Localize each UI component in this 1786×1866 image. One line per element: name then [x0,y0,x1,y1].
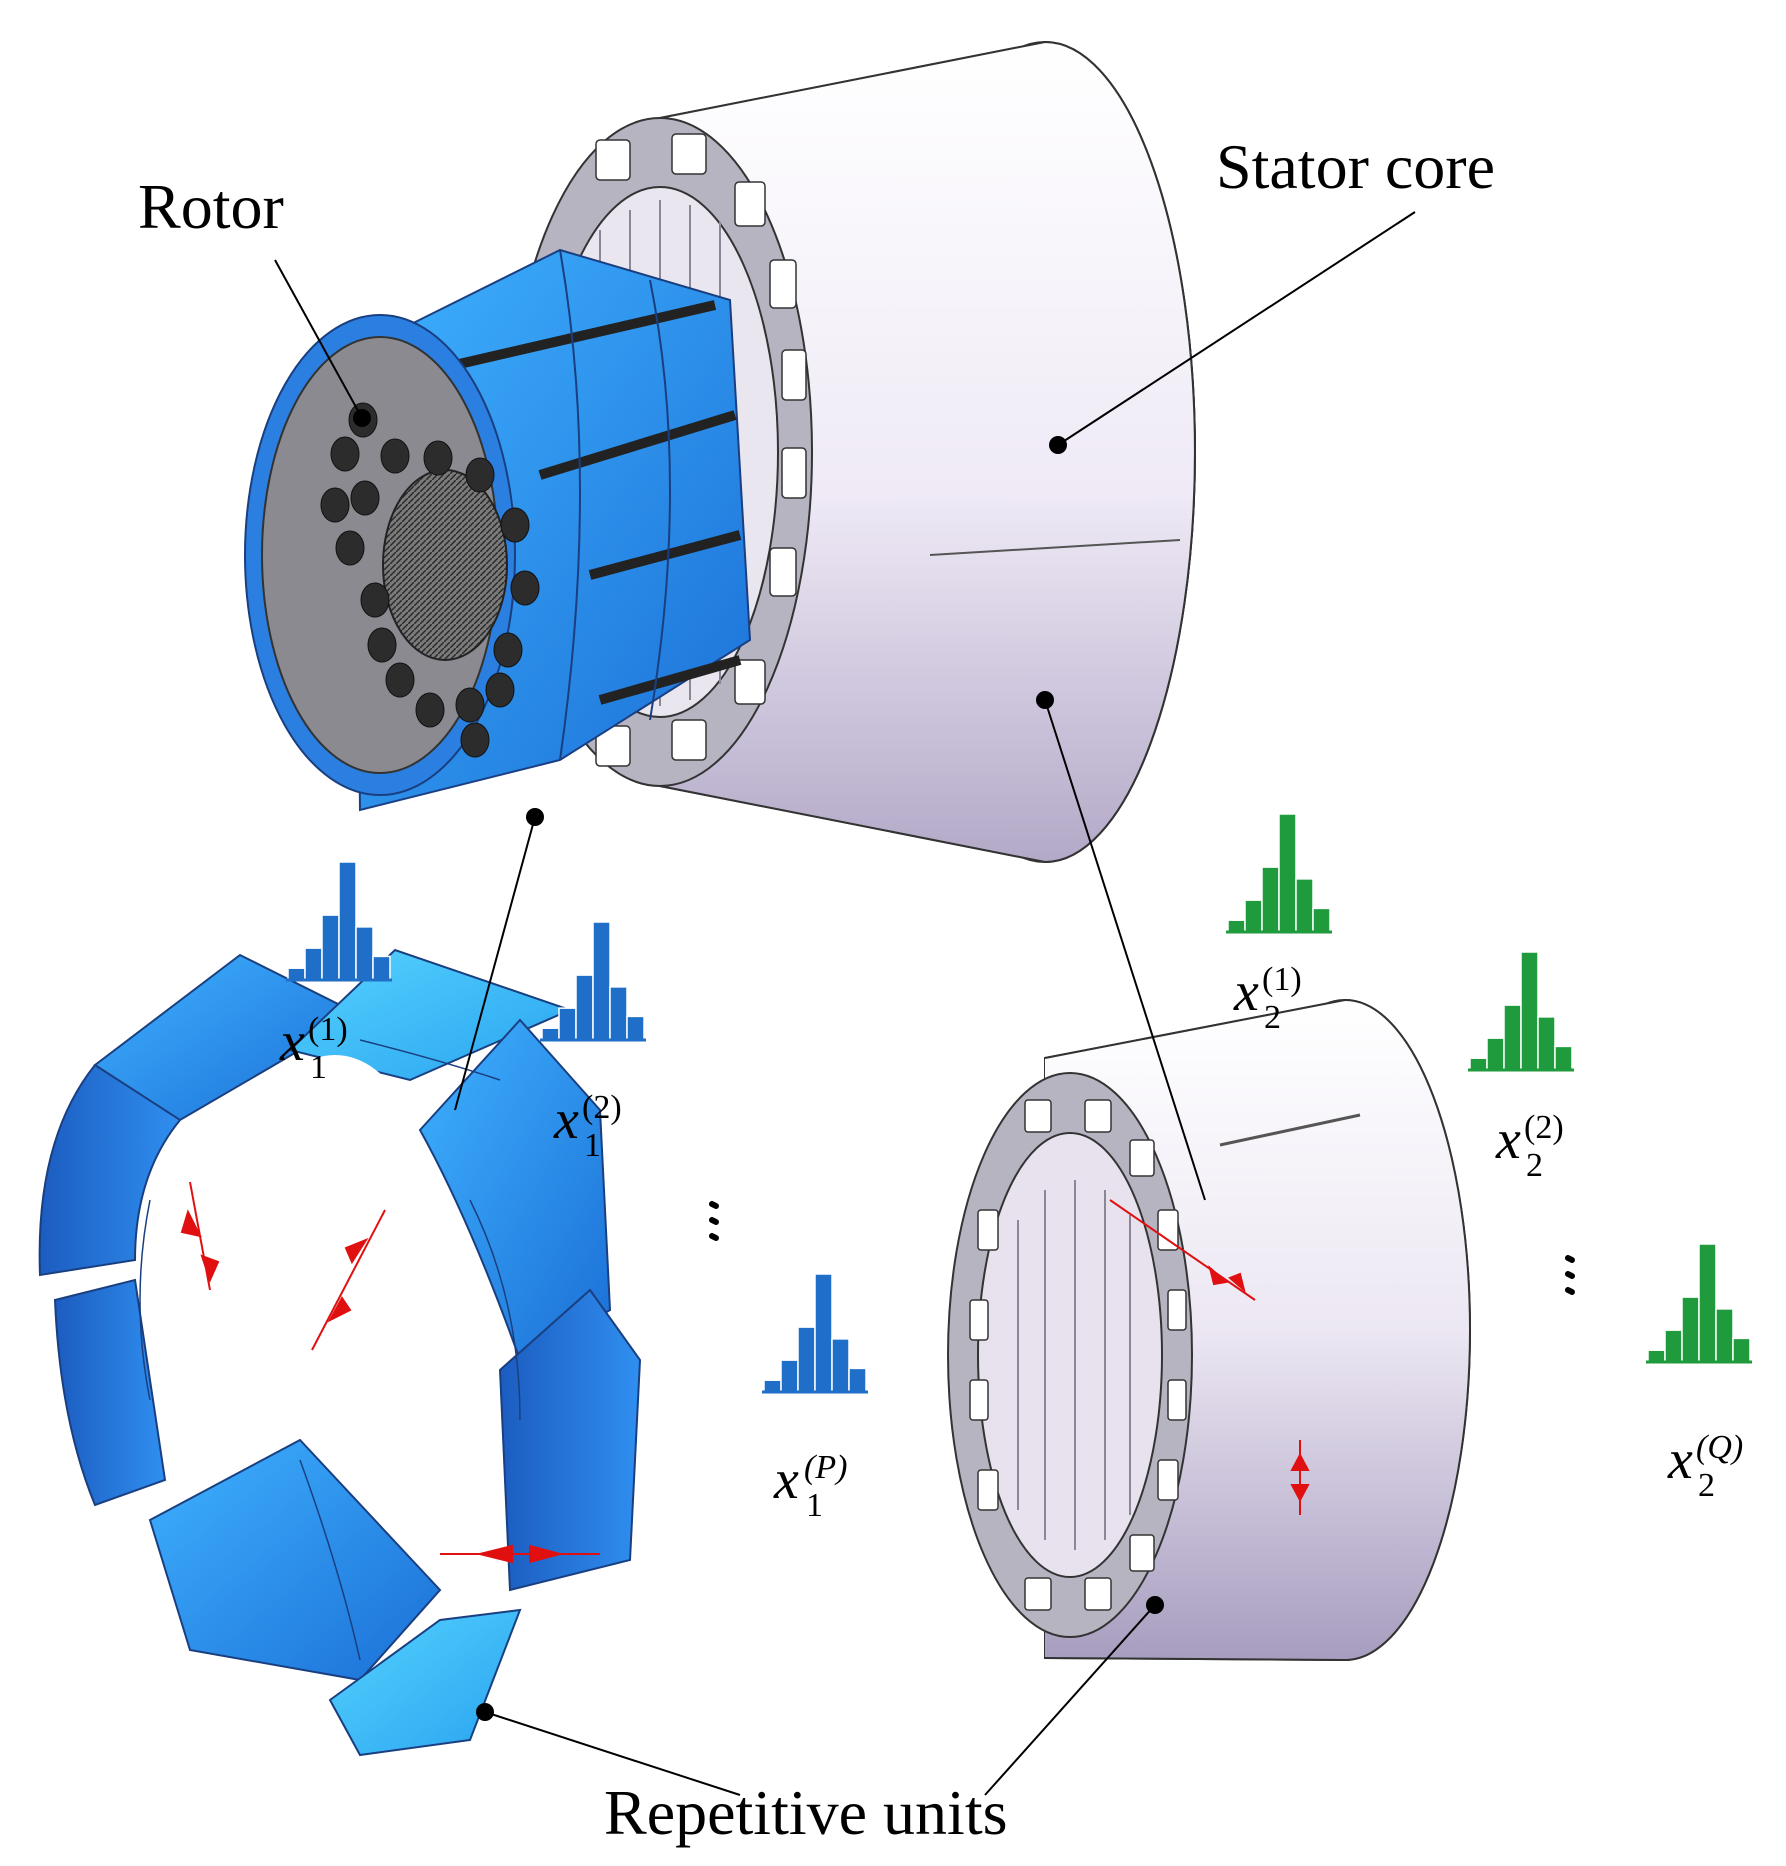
magnet-joint-lines [139,1039,521,1661]
histogram-bar [609,986,628,1041]
histogram-bar [558,1007,577,1041]
stator-repetitive-unit [947,998,1471,1662]
rotor-magnet-gaps [453,300,742,705]
histogram-bar [1503,1004,1522,1071]
rotor-variable-1: x 1 (1) [279,1011,348,1086]
svg-text:2: 2 [1264,999,1281,1036]
leader-lines [274,211,1416,1796]
histogram-bar [1554,1045,1573,1071]
small-stator-teeth [1017,1180,1131,1550]
svg-text:1: 1 [806,1487,823,1524]
histogram-bar [304,947,323,981]
histogram-bar [372,955,391,981]
vertical-ellipsis-icon [1565,1255,1575,1295]
histogram-bar [1486,1037,1505,1071]
rotor-variable-2: x 1 (2) [553,1089,622,1164]
histogram-bar [797,1326,816,1393]
histogram-bar [1537,1016,1556,1071]
histogram-bar [848,1367,867,1393]
rotor-magnet-repetitive-unit [38,948,642,1757]
svg-text:(Q): (Q) [1696,1429,1743,1466]
stator-core-label: Stator core [1216,131,1495,202]
svg-text:2: 2 [1698,1467,1715,1504]
histogram-bar [763,1379,782,1393]
histogram-bar [1664,1329,1683,1363]
histogram-bar [1698,1243,1717,1363]
svg-text:1: 1 [584,1127,601,1164]
vertical-ellipsis-icon [709,1201,719,1241]
svg-text:(2): (2) [582,1089,622,1126]
svg-text:x: x [1495,1109,1521,1171]
svg-text:x: x [773,1449,799,1511]
histogram-bar [780,1359,799,1393]
stator-variable-1: x 2 (1) [1233,961,1302,1036]
svg-text:x: x [1233,961,1259,1023]
stator-histogram-1 [1226,813,1332,934]
stator-slots [595,133,807,767]
histogram-bar [1278,813,1297,933]
histogram-bar [338,861,357,981]
rotor-histogram-1 [286,861,392,982]
histogram-bar [287,967,306,981]
histogram-bar [1715,1308,1734,1363]
histogram-bar [592,921,611,1041]
svg-text:1: 1 [310,1049,327,1086]
histogram-bar [1520,951,1539,1071]
rotor-variable-p: x 1 (P) [773,1449,847,1524]
histogram-bar [1681,1296,1700,1363]
histogram-bar [626,1015,645,1041]
histogram-bar [1732,1337,1751,1363]
svg-text:(P): (P) [804,1449,847,1486]
histogram-bar [1244,899,1263,933]
stator-variable-q: x 2 (Q) [1667,1429,1743,1504]
rotor-histogram-2 [540,921,646,1042]
rotor-magnet-joints [559,249,671,761]
magnet-segments [38,948,642,1757]
stator-histogram-q [1646,1243,1752,1364]
histograms [286,813,1752,1394]
rotor-histogram-p [762,1273,868,1394]
histogram-bar [831,1338,850,1393]
histogram-bar [1312,907,1331,933]
rotor-assembly [244,248,752,812]
svg-text:(1): (1) [308,1011,348,1048]
stator-seam [929,539,1181,556]
histogram-bar [1227,919,1246,933]
leader-dots [353,409,1164,1721]
svg-text:(2): (2) [1524,1109,1564,1146]
histogram-bar [1647,1349,1666,1363]
histogram-bar [321,914,340,981]
rotor-shaft-bore [382,469,508,661]
svg-text:(1): (1) [1262,961,1302,998]
small-stator-bore [977,1132,1163,1578]
histogram-bar [575,974,594,1041]
rotor-label: Rotor [138,171,284,242]
svg-text:x: x [279,1011,305,1073]
stator-histogram-2 [1468,951,1574,1072]
histogram-bar [814,1273,833,1393]
svg-text:x: x [1667,1429,1693,1491]
histogram-bar [1261,866,1280,933]
histogram-bar [1295,878,1314,933]
histogram-bar [541,1027,560,1041]
svg-text:x: x [553,1089,579,1151]
svg-text:2: 2 [1526,1147,1543,1184]
magnet-ring-bore [230,1055,440,1435]
small-stator-slots [969,1099,1187,1611]
thickness-arrows [180,1181,1310,1564]
stator-variable-2: x 2 (2) [1495,1109,1564,1184]
histogram-bar [1469,1057,1488,1071]
repetitive-units-label: Repetitive units [604,1777,1008,1848]
histogram-bar [355,926,374,981]
